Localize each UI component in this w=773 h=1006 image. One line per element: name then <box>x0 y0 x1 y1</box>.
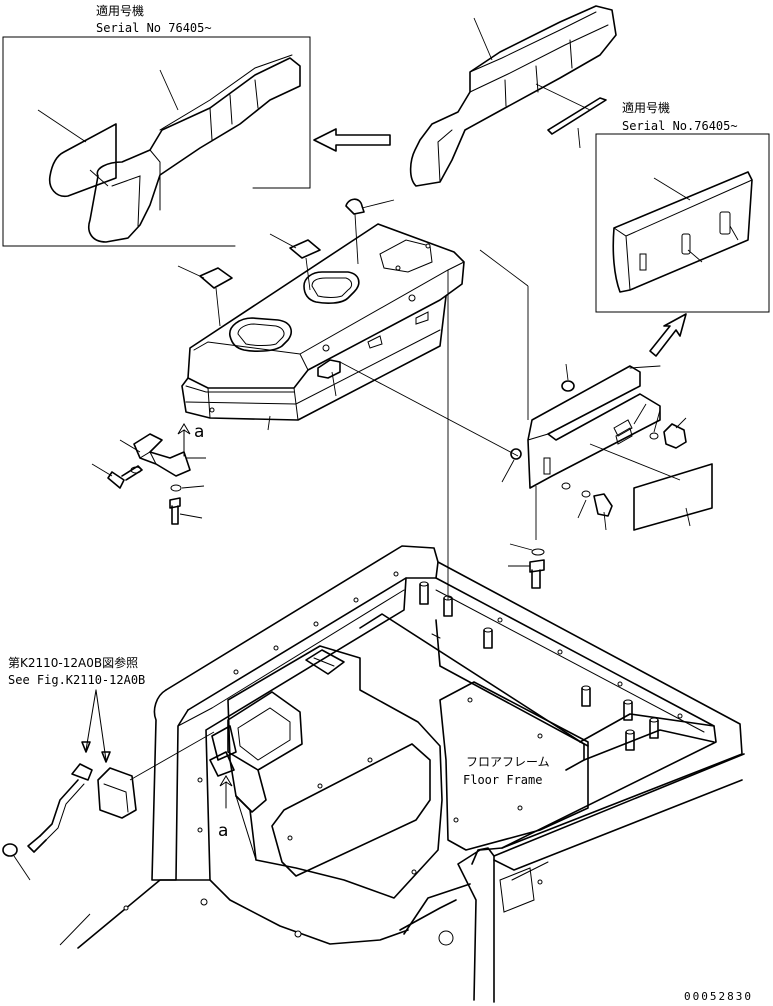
console-box <box>181 223 465 421</box>
rubber-strip <box>547 97 607 135</box>
knob-upper <box>649 423 687 449</box>
bolt-left-1 <box>107 465 143 489</box>
armrest-pad-inset <box>88 54 301 243</box>
inset-left-box: 適用号機 Serial No 76405~ <box>2 3 311 247</box>
bracket-plate-inset <box>612 171 753 293</box>
inset-right-applicable-label: 適用号機 <box>622 100 670 115</box>
bolt-right <box>529 559 545 589</box>
floor-frame <box>77 545 745 1003</box>
pad-plate-inset <box>48 123 117 198</box>
reference-jp-label: 第K2110-12A0B図参照 <box>8 655 138 670</box>
cap-part <box>2 843 18 857</box>
electrical-unit <box>27 763 137 853</box>
knob-lower <box>561 482 613 517</box>
label-plate-1 <box>199 267 233 289</box>
label-plate-2 <box>289 239 321 259</box>
inset-left-serial-label: Serial No 76405~ <box>96 21 212 35</box>
nut-1 <box>561 380 575 392</box>
reference-en-label: See Fig.K2110-12A0B <box>8 673 145 687</box>
arrow-up-right-indicator <box>649 313 687 357</box>
detail-marker-bottom: a <box>218 821 228 841</box>
washer-right <box>531 548 545 556</box>
arrow-left-indicator <box>313 128 391 152</box>
sticker-plate <box>633 463 713 531</box>
armrest-cover <box>409 5 617 187</box>
floor-frame-en-label: Floor Frame <box>463 773 542 787</box>
nut-2 <box>510 448 522 460</box>
washer-left <box>170 484 182 492</box>
inset-right-serial-label: Serial No.76405~ <box>622 119 738 133</box>
detail-marker-top: a <box>194 422 204 442</box>
floor-frame-jp-label: フロアフレーム <box>466 755 550 769</box>
drawing-code: 00052830 <box>684 990 753 1003</box>
side-bracket <box>527 365 661 489</box>
pillar-bracket <box>209 725 237 777</box>
clip-part <box>345 198 365 215</box>
inset-left-applicable-label: 適用号機 <box>96 3 144 18</box>
inset-right-box: 適用号機 Serial No.76405~ <box>595 100 770 313</box>
bolt-left-2 <box>169 497 181 525</box>
